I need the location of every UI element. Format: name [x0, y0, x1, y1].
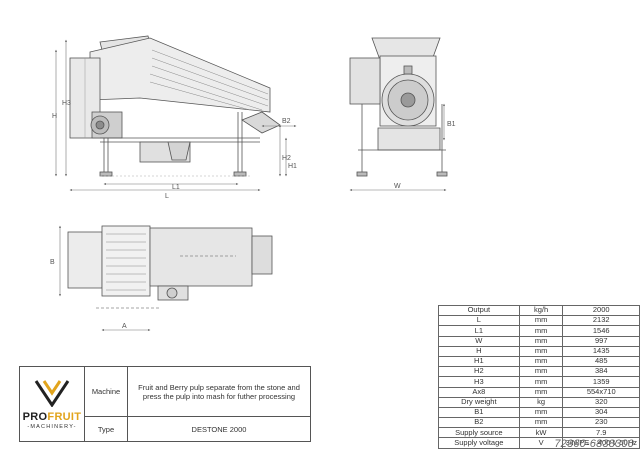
spec-value: 997 [562, 335, 640, 347]
top-view [67, 225, 273, 309]
spec-value: 3/N/PE ~ 400 V 50Hz [562, 437, 640, 449]
machine-label: Machine [84, 366, 128, 417]
spec-value: 1359 [562, 376, 640, 388]
top-view-labels: B A [50, 259, 127, 330]
spec-unit: mm [518, 335, 564, 347]
spec-unit: mm [518, 325, 564, 337]
type-value: DESTONE 2000 [127, 416, 311, 442]
spec-name: Ax8 [438, 386, 520, 398]
top-view-dimensions [58, 225, 151, 332]
spec-unit: mm [518, 315, 564, 327]
logo-brand-fruit: FRUIT [47, 410, 82, 423]
listing-id-watermark: 72360-6838300 [554, 438, 634, 450]
spec-value: 1546 [562, 325, 640, 337]
dim-label-H2: H2 [282, 155, 291, 162]
type-label: Type [84, 416, 128, 442]
spec-unit: mm [518, 406, 564, 419]
spec-unit: kW [518, 427, 564, 439]
side-view-labels: W B1 [394, 121, 456, 190]
spec-name: H3 [438, 376, 520, 388]
spec-unit: mm [518, 366, 564, 378]
logo: PROFRUIT -MACHINERY- [19, 366, 85, 442]
spec-value: 2132 [562, 315, 640, 327]
spec-value: 554x710 [562, 386, 640, 398]
spec-value: 384 [562, 366, 640, 378]
spec-name: Output [438, 304, 520, 317]
logo-brand-pro: PRO [22, 410, 48, 423]
dim-label-L1: L1 [172, 184, 180, 191]
dim-label-B1: B1 [447, 121, 456, 128]
spec-value: 7.9 [562, 427, 640, 439]
dim-label-L: L [165, 193, 169, 200]
logo-wordmark: PROFRUIT [21, 411, 83, 423]
dim-label-H1: H1 [288, 163, 297, 170]
title-block: PROFRUIT -MACHINERY- Machine Fruit and B… [19, 366, 311, 442]
dim-label-B: B [50, 259, 55, 266]
spec-name: H2 [438, 366, 520, 378]
dim-label-H3: H3 [62, 100, 71, 107]
spec-unit: mm [518, 355, 564, 368]
logo-tagline: -MACHINERY- [27, 423, 77, 430]
spec-name: Dry weight [438, 396, 520, 408]
dim-label-H: H [52, 113, 57, 120]
spec-name: Supply voltage [438, 437, 520, 449]
dim-label-B2: B2 [282, 118, 291, 125]
spec-unit: V [518, 437, 564, 449]
spec-unit: kg [518, 396, 564, 408]
spec-value: 230 [562, 417, 640, 429]
spec-value: 320 [562, 396, 640, 408]
front-view [69, 35, 281, 177]
profruit-logo-icon [34, 379, 70, 408]
side-view-dimensions [349, 103, 447, 192]
spec-value: 2000 [562, 304, 640, 317]
spec-unit: kg/h [518, 304, 564, 317]
dim-label-A: A [122, 323, 127, 330]
spec-unit: mm [518, 386, 564, 398]
spec-unit: mm [518, 417, 564, 429]
machine-description: Fruit and Berry pulp separate from the s… [127, 366, 311, 417]
front-view-dimensions [54, 39, 297, 192]
spec-value: 304 [562, 406, 640, 419]
spec-value: 1435 [562, 345, 640, 357]
spec-name: H1 [438, 355, 520, 368]
front-view-labels: L L1 H H3 H2 H1 B2 [52, 100, 297, 200]
spec-unit: mm [518, 376, 564, 388]
spec-name: B1 [438, 406, 520, 419]
spec-name: W [438, 335, 520, 347]
spec-name: Supply source [438, 427, 520, 439]
spec-name: B2 [438, 417, 520, 429]
dim-label-W: W [394, 183, 401, 190]
spec-name: L1 [438, 325, 520, 337]
spec-name: L [438, 315, 520, 327]
side-view [349, 37, 448, 177]
spec-unit: mm [518, 345, 564, 357]
spec-name: H [438, 345, 520, 357]
spec-value: 485 [562, 355, 640, 368]
